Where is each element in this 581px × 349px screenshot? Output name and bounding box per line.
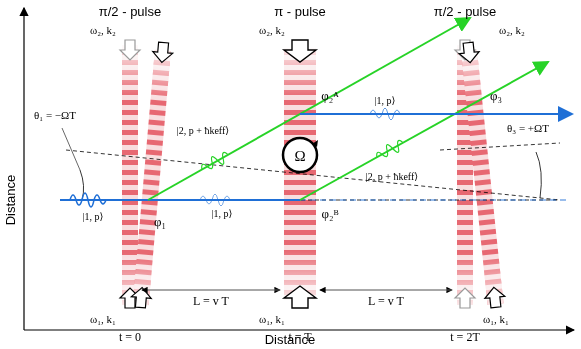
state-label: |1, p⟩ (83, 211, 104, 222)
phase-label: φ₃ (490, 89, 502, 103)
beam-label: ω₁, k₁ (483, 313, 509, 325)
distance-label: L = v T (368, 295, 404, 308)
angle-label: θ₁ = −ΩT (34, 109, 76, 121)
pulse-title: π - pulse (274, 5, 326, 19)
time-label: t = 2T (450, 331, 479, 344)
axis-title: Distance (265, 333, 316, 347)
angle-label: θ₃ = +ΩT (507, 122, 549, 134)
state-label: |2, p + ħkeff⟩ (366, 171, 418, 182)
distance-label: L = v T (193, 295, 229, 308)
beam-label: ω₂, k₂ (259, 24, 285, 36)
beam-label: ω₁, k₁ (90, 313, 116, 325)
pulse-title: π/2 - pulse (99, 5, 161, 19)
state-label: |2, p + ħkeff⟩ (177, 125, 229, 136)
rotation-label: Ω (294, 148, 305, 165)
state-label: |1, p⟩ (212, 208, 233, 219)
beam-label: ω₂, k₂ (90, 24, 116, 36)
phase-label: φ₂ᴮ (321, 207, 338, 221)
beam-label: ω₂, k₂ (499, 24, 525, 36)
pulse-title: π/2 - pulse (434, 5, 496, 19)
phase-label: φ₂ᴬ (321, 89, 339, 103)
state-label: |1, p⟩ (375, 95, 396, 106)
axis-title: Distance (4, 175, 18, 226)
beam-label: ω₁, k₁ (259, 313, 285, 325)
time-label: t = 0 (119, 331, 141, 344)
phase-label: φ₁ (154, 215, 166, 229)
